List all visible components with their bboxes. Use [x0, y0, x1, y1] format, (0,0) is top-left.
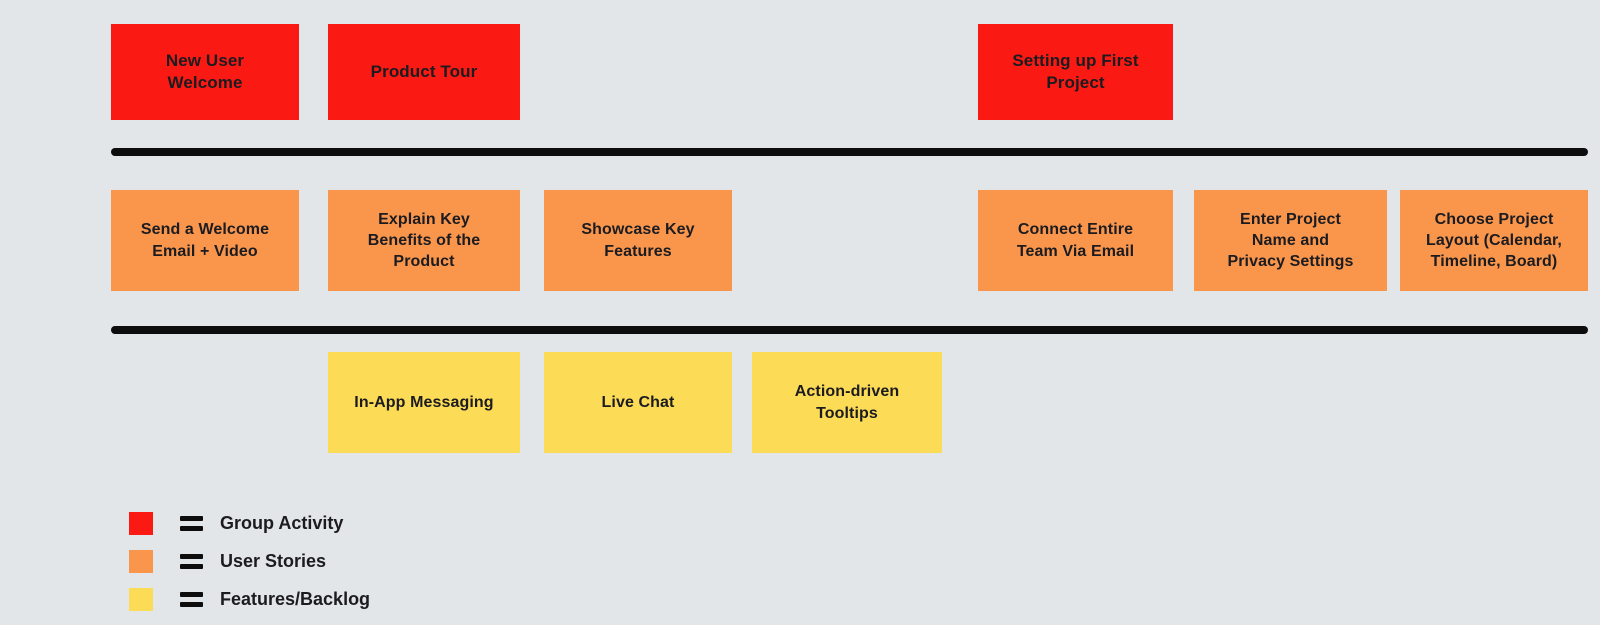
- legend-label: Features/Backlog: [220, 588, 371, 609]
- legend-item-group-activity: Group Activity: [129, 511, 370, 535]
- card-showcase-key-features: Showcase Key Features: [544, 190, 732, 291]
- legend-item-features-backlog: Features/Backlog: [129, 587, 370, 611]
- card-send-welcome-email-video: Send a Welcome Email + Video: [111, 190, 299, 291]
- legend-label: Group Activity: [220, 512, 344, 533]
- yellow-swatch-icon: [129, 587, 153, 611]
- divider-line-top: [111, 148, 1588, 156]
- card-setting-up-first-project: Setting up First Project: [978, 24, 1173, 120]
- card-explain-key-benefits: Explain Key Benefits of the Product: [328, 190, 520, 291]
- legend-item-user-stories: User Stories: [129, 549, 370, 573]
- card-in-app-messaging: In-App Messaging: [328, 352, 520, 453]
- legend-label: User Stories: [220, 550, 327, 571]
- card-enter-project-name-privacy: Enter Project Name and Privacy Settings: [1194, 190, 1387, 291]
- card-new-user-welcome: New User Welcome: [111, 24, 299, 120]
- equals-icon: [180, 591, 203, 607]
- card-live-chat: Live Chat: [544, 352, 732, 453]
- card-connect-entire-team: Connect Entire Team Via Email: [978, 190, 1173, 291]
- equals-icon: [180, 515, 203, 531]
- divider-line-bottom: [111, 326, 1588, 334]
- card-choose-project-layout: Choose Project Layout (Calendar, Timelin…: [1400, 190, 1588, 291]
- orange-swatch-icon: [129, 549, 153, 573]
- card-product-tour: Product Tour: [328, 24, 520, 120]
- legend: Group Activity User Stories Features/Bac…: [129, 511, 370, 625]
- card-action-driven-tooltips: Action-driven Tooltips: [752, 352, 942, 453]
- equals-icon: [180, 553, 203, 569]
- red-swatch-icon: [129, 511, 153, 535]
